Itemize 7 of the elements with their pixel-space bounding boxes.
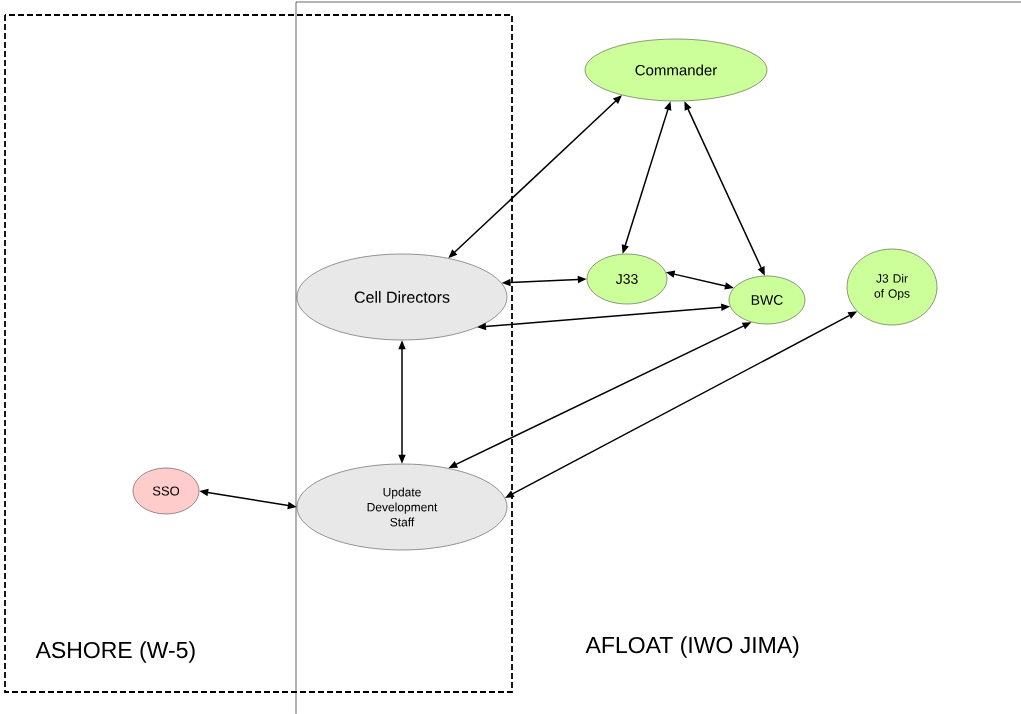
- ellipse-node: Cell Directors: [296, 253, 508, 341]
- ellipse-node: Update Development Staff: [296, 463, 508, 551]
- ellipse-node: BWC: [728, 275, 806, 325]
- ellipse-node: J3 Dir of Ops: [846, 248, 938, 326]
- ellipse-node: SSO: [132, 467, 200, 515]
- ellipse-node: J33: [586, 253, 668, 305]
- ellipse-node: Commander: [584, 38, 768, 102]
